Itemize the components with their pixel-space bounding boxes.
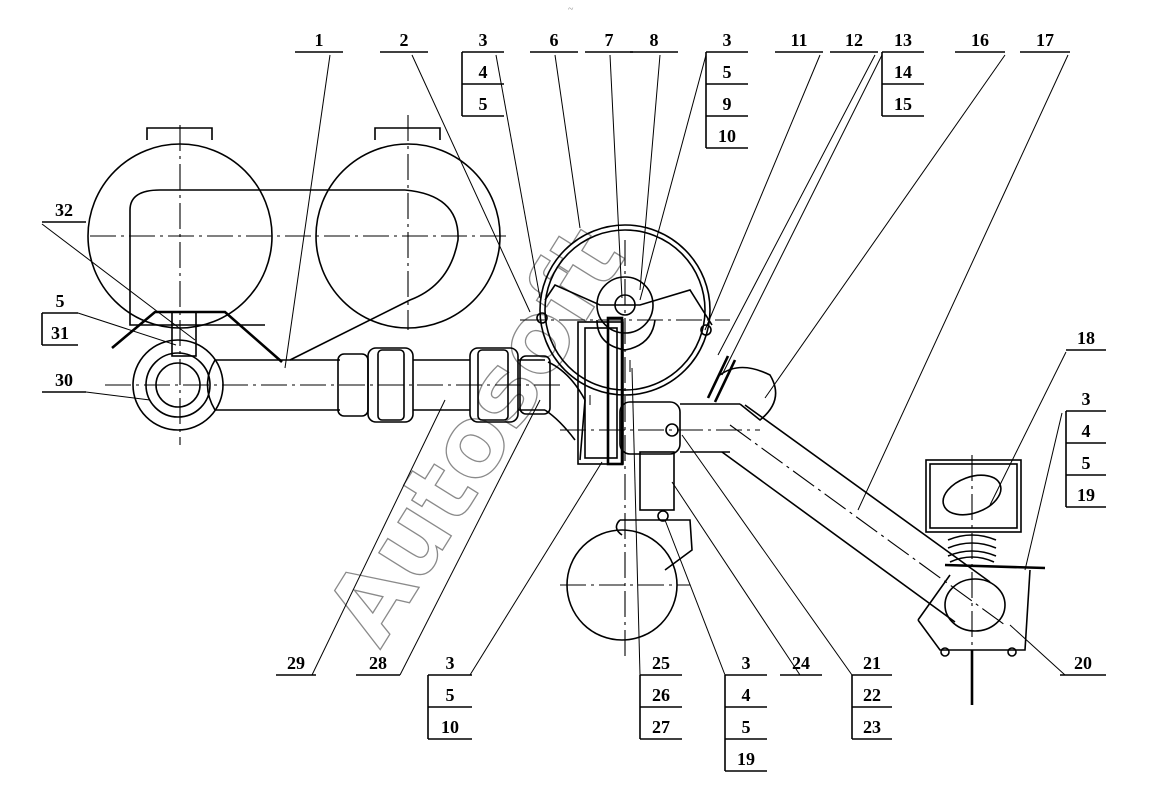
callout-number: 6 <box>550 30 559 50</box>
callout-number: 19 <box>1077 485 1095 505</box>
callout-c12: 12 <box>830 30 878 53</box>
callout-c18: 18 <box>1066 328 1106 351</box>
callout-number: 1 <box>315 30 324 50</box>
housing-18 <box>917 455 1046 705</box>
callout-number: 11 <box>790 30 807 50</box>
callout-number: 17 <box>1036 30 1054 50</box>
callout-c11: 11 <box>775 30 823 53</box>
watermark-text: Autosoft <box>305 208 647 662</box>
callout-number: 13 <box>894 30 912 50</box>
callout-c34519a: 3 4 5 19 <box>1065 389 1106 508</box>
callout-number: 5 <box>723 62 732 82</box>
callout-number: 15 <box>894 94 912 114</box>
callout-number: 7 <box>605 30 614 50</box>
elbow-30 <box>105 339 560 431</box>
cross-pipe <box>560 401 760 455</box>
callout-number: 3 <box>1082 389 1091 409</box>
upper-wheel-6 <box>520 224 730 660</box>
callout-c1: 1 <box>295 30 343 53</box>
callout-number: 10 <box>441 717 459 737</box>
callout-c17: 17 <box>1020 30 1070 53</box>
callout-c7: 7 <box>585 30 633 53</box>
top-mark: ~ <box>568 4 574 15</box>
callout-number: 28 <box>369 653 387 673</box>
callout-number: 4 <box>742 685 751 705</box>
callout-c252627: 25 26 27 <box>639 653 682 740</box>
callout-number: 5 <box>742 717 751 737</box>
callout-number: 14 <box>894 62 912 82</box>
callout-c131415: 13 14 15 <box>881 30 924 117</box>
callout-number: 22 <box>863 685 881 705</box>
callout-number: 10 <box>718 126 736 146</box>
leader-lines <box>41 54 1069 676</box>
callout-number: 18 <box>1077 328 1095 348</box>
callout-c6: 6 <box>530 30 578 53</box>
callout-number: 3 <box>723 30 732 50</box>
lower-wheel <box>560 451 693 641</box>
callout-number: 25 <box>652 653 670 673</box>
callout-number: 26 <box>652 685 670 705</box>
callout-c20: 20 <box>1060 653 1106 676</box>
callout-c34519b: 3 4 5 19 <box>724 653 767 772</box>
callout-number: 5 <box>1082 453 1091 473</box>
callout-number: 27 <box>652 717 670 737</box>
callout-number: 3 <box>742 653 751 673</box>
callout-c24: 24 <box>780 653 822 676</box>
elbow-16 <box>719 366 777 422</box>
callout-c35910: 3 5 9 10 <box>705 30 748 149</box>
callout-number: 2 <box>400 30 409 50</box>
callout-c531: 5 31 <box>41 291 78 346</box>
callout-c30: 30 <box>42 370 86 393</box>
callout-number: 19 <box>737 749 755 769</box>
callout-number: 24 <box>792 653 810 673</box>
diagonal-pipe-17 <box>721 404 1006 632</box>
callout-number: 3 <box>446 653 455 673</box>
callout-number: 23 <box>863 717 881 737</box>
callout-number: 3 <box>479 30 488 50</box>
callout-number: 9 <box>723 94 732 114</box>
callout-number: 8 <box>650 30 659 50</box>
callout-number: 30 <box>55 370 73 390</box>
callout-c2: 2 <box>380 30 428 53</box>
callout-c212223: 21 22 23 <box>851 653 892 740</box>
callout-c29: 29 <box>276 653 316 676</box>
callout-number: 20 <box>1074 653 1092 673</box>
callout-c345a: 3 4 5 <box>461 30 504 117</box>
callout-number: 4 <box>1082 421 1091 441</box>
bracket-block <box>171 311 197 357</box>
callout-number: 5 <box>479 94 488 114</box>
callout-number: 16 <box>971 30 989 50</box>
callout-number: 29 <box>287 653 305 673</box>
callout-number: 5 <box>56 291 65 311</box>
callout-c28: 28 <box>356 653 400 676</box>
callout-c32: 32 <box>42 200 86 223</box>
callout-c3510: 3 5 10 <box>427 653 472 740</box>
callout-number: 32 <box>55 200 73 220</box>
callout-c16: 16 <box>955 30 1005 53</box>
callout-number: 4 <box>479 62 488 82</box>
horizontal-pipe <box>206 347 551 423</box>
callout-number: 31 <box>51 323 69 343</box>
callout-number: 12 <box>845 30 863 50</box>
bracket-31 <box>111 310 283 363</box>
diagonal-strut <box>706 355 737 403</box>
callout-number: 21 <box>863 653 881 673</box>
callout-c8: 8 <box>630 30 678 53</box>
callout-number: 5 <box>446 685 455 705</box>
